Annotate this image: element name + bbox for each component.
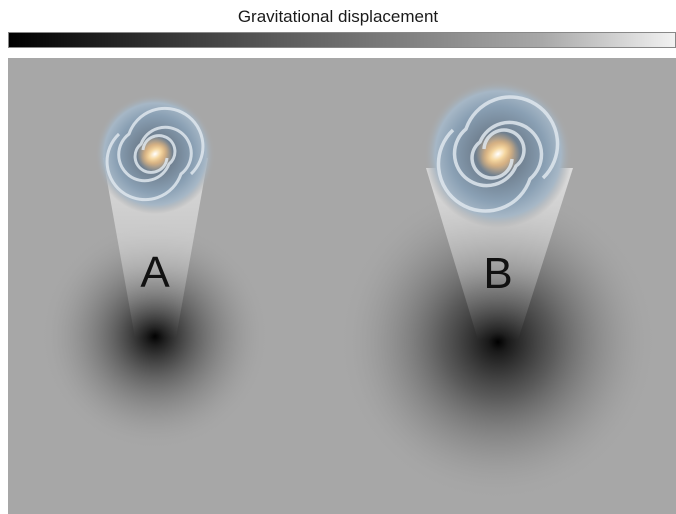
potential-well-b (338, 182, 658, 502)
galaxy-a-icon (95, 94, 215, 214)
galaxy-label-a: A (140, 248, 170, 297)
displacement-scene: A B (8, 58, 676, 514)
displacement-colorbar (8, 32, 676, 48)
galaxy-label-b: B (483, 249, 512, 298)
scene-svg: A B (40, 80, 658, 502)
colorbar-title: Gravitational displacement (237, 7, 439, 26)
galaxy-b-icon (424, 80, 572, 228)
